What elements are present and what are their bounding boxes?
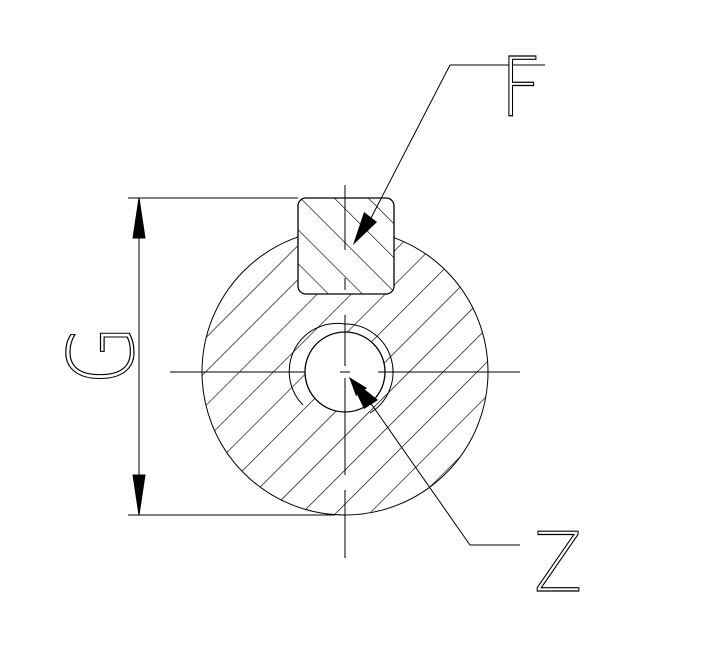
label-f: F (500, 41, 542, 136)
centerlines (170, 185, 520, 558)
key-section (297, 197, 395, 295)
arrow-up-icon (132, 197, 146, 239)
arrow-down-icon (132, 474, 146, 516)
arrowhead-icon (353, 212, 377, 245)
leader-z (349, 377, 520, 546)
label-z: Z (534, 516, 582, 611)
dimension-g (128, 197, 335, 516)
leader-f (353, 64, 545, 245)
label-g: G (50, 325, 155, 385)
